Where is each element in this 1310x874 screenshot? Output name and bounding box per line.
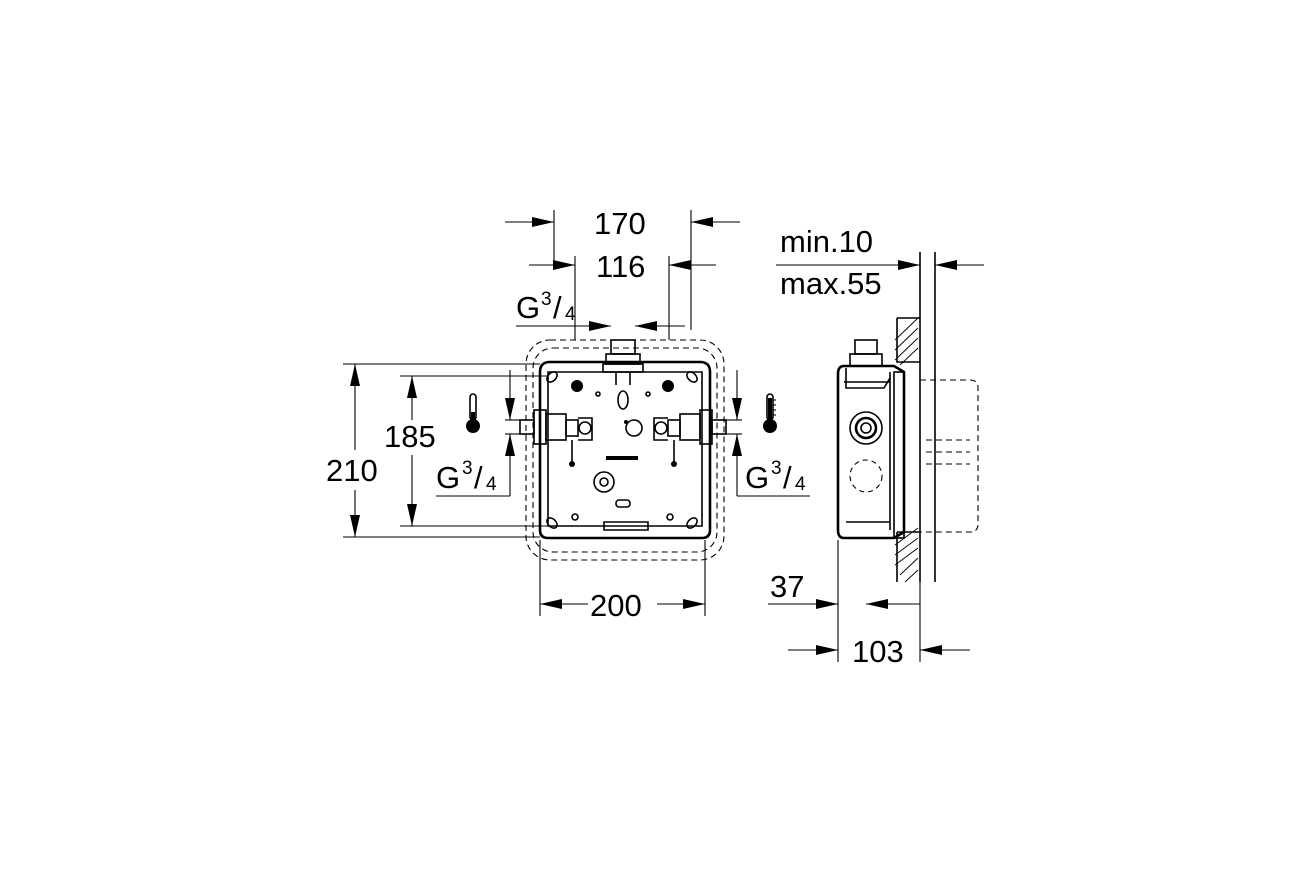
dimension-200: 200 bbox=[539, 540, 706, 623]
front-view bbox=[519, 339, 727, 561]
dimension-wall-range: min.10 max.55 bbox=[776, 224, 984, 301]
thermometer-hot-icon bbox=[763, 393, 777, 433]
dimension-170: 170 bbox=[505, 206, 740, 330]
dimension-37: 37 bbox=[768, 540, 921, 662]
dimension-103: 103 bbox=[788, 634, 970, 669]
dim-label-210: 210 bbox=[326, 453, 378, 488]
thread-top-num: 3 bbox=[541, 289, 552, 310]
thread-label-left: G 3 / 4 bbox=[436, 370, 520, 497]
dim-label-200: 200 bbox=[590, 588, 642, 623]
dim-label-37: 37 bbox=[770, 569, 804, 604]
thread-left-letter: G bbox=[436, 460, 460, 495]
thread-left-slash: / bbox=[474, 460, 483, 495]
frame-outline-inner bbox=[532, 347, 718, 553]
thread-top-den: 4 bbox=[565, 304, 576, 325]
dim-label-103: 103 bbox=[852, 634, 904, 669]
thread-right-letter: G bbox=[745, 460, 769, 495]
thread-label-top: G 3 / 4 bbox=[516, 289, 685, 331]
thread-top-letter: G bbox=[516, 290, 540, 325]
top-outlet bbox=[595, 339, 651, 410]
dim-label-170: 170 bbox=[594, 206, 646, 241]
left-inlet bbox=[519, 409, 593, 467]
thread-top-slash: / bbox=[553, 290, 562, 325]
thread-right-num: 3 bbox=[771, 458, 782, 479]
dimension-210: 210 bbox=[326, 363, 540, 538]
thread-left-den: 4 bbox=[486, 474, 497, 495]
dimension-116: 116 bbox=[529, 249, 716, 340]
thread-right-slash: / bbox=[783, 460, 792, 495]
thread-left-num: 3 bbox=[462, 458, 473, 479]
dim-label-185: 185 bbox=[384, 419, 436, 454]
wall-hatching bbox=[894, 317, 919, 583]
box-inner-edge bbox=[547, 371, 703, 527]
dim-label-max: max.55 bbox=[780, 266, 882, 301]
side-view bbox=[836, 252, 979, 583]
thread-right-den: 4 bbox=[795, 474, 806, 495]
dim-label-min: min.10 bbox=[780, 224, 873, 259]
center-features bbox=[571, 419, 674, 531]
box-body bbox=[538, 360, 712, 540]
thermometer-cold-icon bbox=[466, 393, 480, 433]
dim-label-116: 116 bbox=[596, 249, 645, 284]
mounting-holes bbox=[546, 371, 698, 529]
thread-label-right: G 3 / 4 bbox=[726, 370, 810, 497]
right-inlet bbox=[653, 409, 727, 467]
dimension-185: 185 bbox=[384, 375, 548, 527]
